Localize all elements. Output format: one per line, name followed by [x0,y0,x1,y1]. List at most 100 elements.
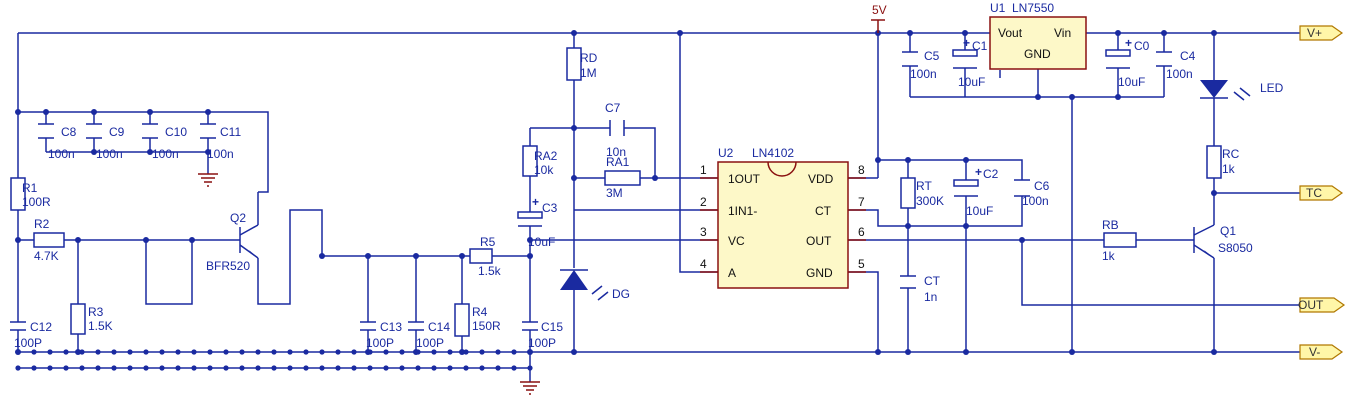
svg-text:+: + [1125,36,1132,50]
u2-pin-ct: CT [815,204,832,218]
port-tc: TC [1299,185,1344,201]
ground-stitch-dot [111,349,117,355]
ra1-ref: RA1 [606,155,630,169]
led-label: LED [1260,81,1284,95]
ground-stitch-dots [15,349,533,371]
c15-value: 100P [528,336,556,350]
r3-value: 1.5K [88,319,113,333]
r1-ref: R1 [22,181,38,195]
ground-stitch-dot [95,365,101,371]
ground-stitch-dot [127,365,133,371]
ground-stitch-dot [367,365,373,371]
capacitor-c4: C4 100n [1156,49,1196,81]
u1-ref: U1 [990,1,1006,15]
resistor-ra1: RA1 3M [604,155,641,200]
rt-ref: RT [916,179,932,193]
ground-stitch-dot [463,365,469,371]
resistor-r2: R2 4.7K [33,217,65,263]
ground-stitch-dot [335,365,341,371]
resistor-r3: R3 1.5K [70,303,113,335]
power-5v-label: 5V [872,3,887,17]
c6-ref: C6 [1034,179,1050,193]
resistor-rc: RC 1k [1206,145,1240,179]
q1-ref: Q1 [1220,224,1236,238]
resistor-r1: R1 100R [10,177,51,211]
c15-ref: C15 [541,320,563,334]
capacitor-c9: C9 100n [86,123,125,161]
diode-dg: DG [560,269,630,301]
ground-symbol-top [198,173,218,187]
u2-pin-vc: VC [728,234,745,248]
ground-stitch-dot [143,365,149,371]
ground-stitch-dot [191,365,197,371]
r2-ref: R2 [34,217,50,231]
r2-value: 4.7K [34,249,59,263]
u1-pin-gnd: GND [1024,47,1051,61]
r4-value: 150R [472,319,501,333]
c4-ref: C4 [1180,49,1196,63]
capacitor-c0: + C0 10uF [1105,36,1150,89]
port-tc-label: TC [1306,186,1322,200]
rc-value: 1k [1222,162,1236,176]
ground-stitch-dot [159,365,165,371]
c6-value: 100n [1022,194,1049,208]
power-5v-symbol: 5V [871,3,887,33]
ground-stitch-dot [47,349,53,355]
transistor-q1: Q1 S8050 [1193,224,1253,259]
ground-stitch-dot [287,365,293,371]
c8-value: 100n [48,147,75,161]
ground-stitch-dot [319,365,325,371]
q1-value: S8050 [1218,241,1253,255]
ground-stitch-dot [463,349,469,355]
u2-pin-1out: 1OUT [728,172,761,186]
dg-label: DG [612,287,630,301]
capacitor-c11: C11 100n [200,123,241,161]
r5-ref: R5 [480,235,496,249]
u2-pinnum-6: 6 [858,225,865,239]
ground-stitch-dot [431,349,437,355]
svg-text:+: + [975,165,982,179]
u2-pin-a: A [728,266,736,280]
capacitor-ct: CT 1n [900,274,941,304]
capacitor-c2: + C2 10uF [953,165,999,218]
ground-stitch-dot [303,365,309,371]
rd-ref: RD [580,51,598,65]
u2-pin-1in1: 1IN1- [728,204,757,218]
ra2-value: 10k [534,163,554,177]
c13-ref: C13 [380,320,402,334]
c9-value: 100n [96,147,123,161]
resistor-r5: R5 1.5k [469,235,502,278]
capacitor-c13: C13 100P [360,320,402,352]
ground-stitch-dot [399,349,405,355]
led-diode: LED [1200,80,1284,101]
c0-value: 10uF [1118,75,1145,89]
c10-ref: C10 [165,125,187,139]
c14-value: 100P [416,336,444,350]
ground-stitch-dot [399,365,405,371]
ground-stitch-dot [47,365,53,371]
u1-pin-vin: Vin [1054,26,1071,40]
port-out: OUT [1298,297,1346,313]
u2-pinnum-4: 4 [700,257,707,271]
c9-ref: C9 [109,125,125,139]
capacitor-c14: C14 100P [408,320,450,352]
svg-text:+: + [963,36,970,50]
port-vplus-label: V+ [1307,26,1322,40]
c11-ref: C11 [220,125,241,139]
c5-ref: C5 [924,49,940,63]
ground-stitch-dot [479,349,485,355]
ground-stitch-dot [351,349,357,355]
ground-stitch-dot [175,365,181,371]
ground-stitch-dot [303,349,309,355]
ground-stitch-dot [127,349,133,355]
ground-stitch-dot [479,365,485,371]
port-vminus-label: V- [1309,345,1320,359]
u2-value: LN4102 [752,146,794,160]
capacitor-c6: C6 100n [1014,179,1050,208]
r1-value: 100R [22,195,51,209]
capacitor-c3: + C3 10uF [517,195,558,249]
u1-pin-vout: Vout [998,26,1023,40]
c1-value: 10uF [958,75,985,89]
port-vminus: V- [1299,344,1344,360]
